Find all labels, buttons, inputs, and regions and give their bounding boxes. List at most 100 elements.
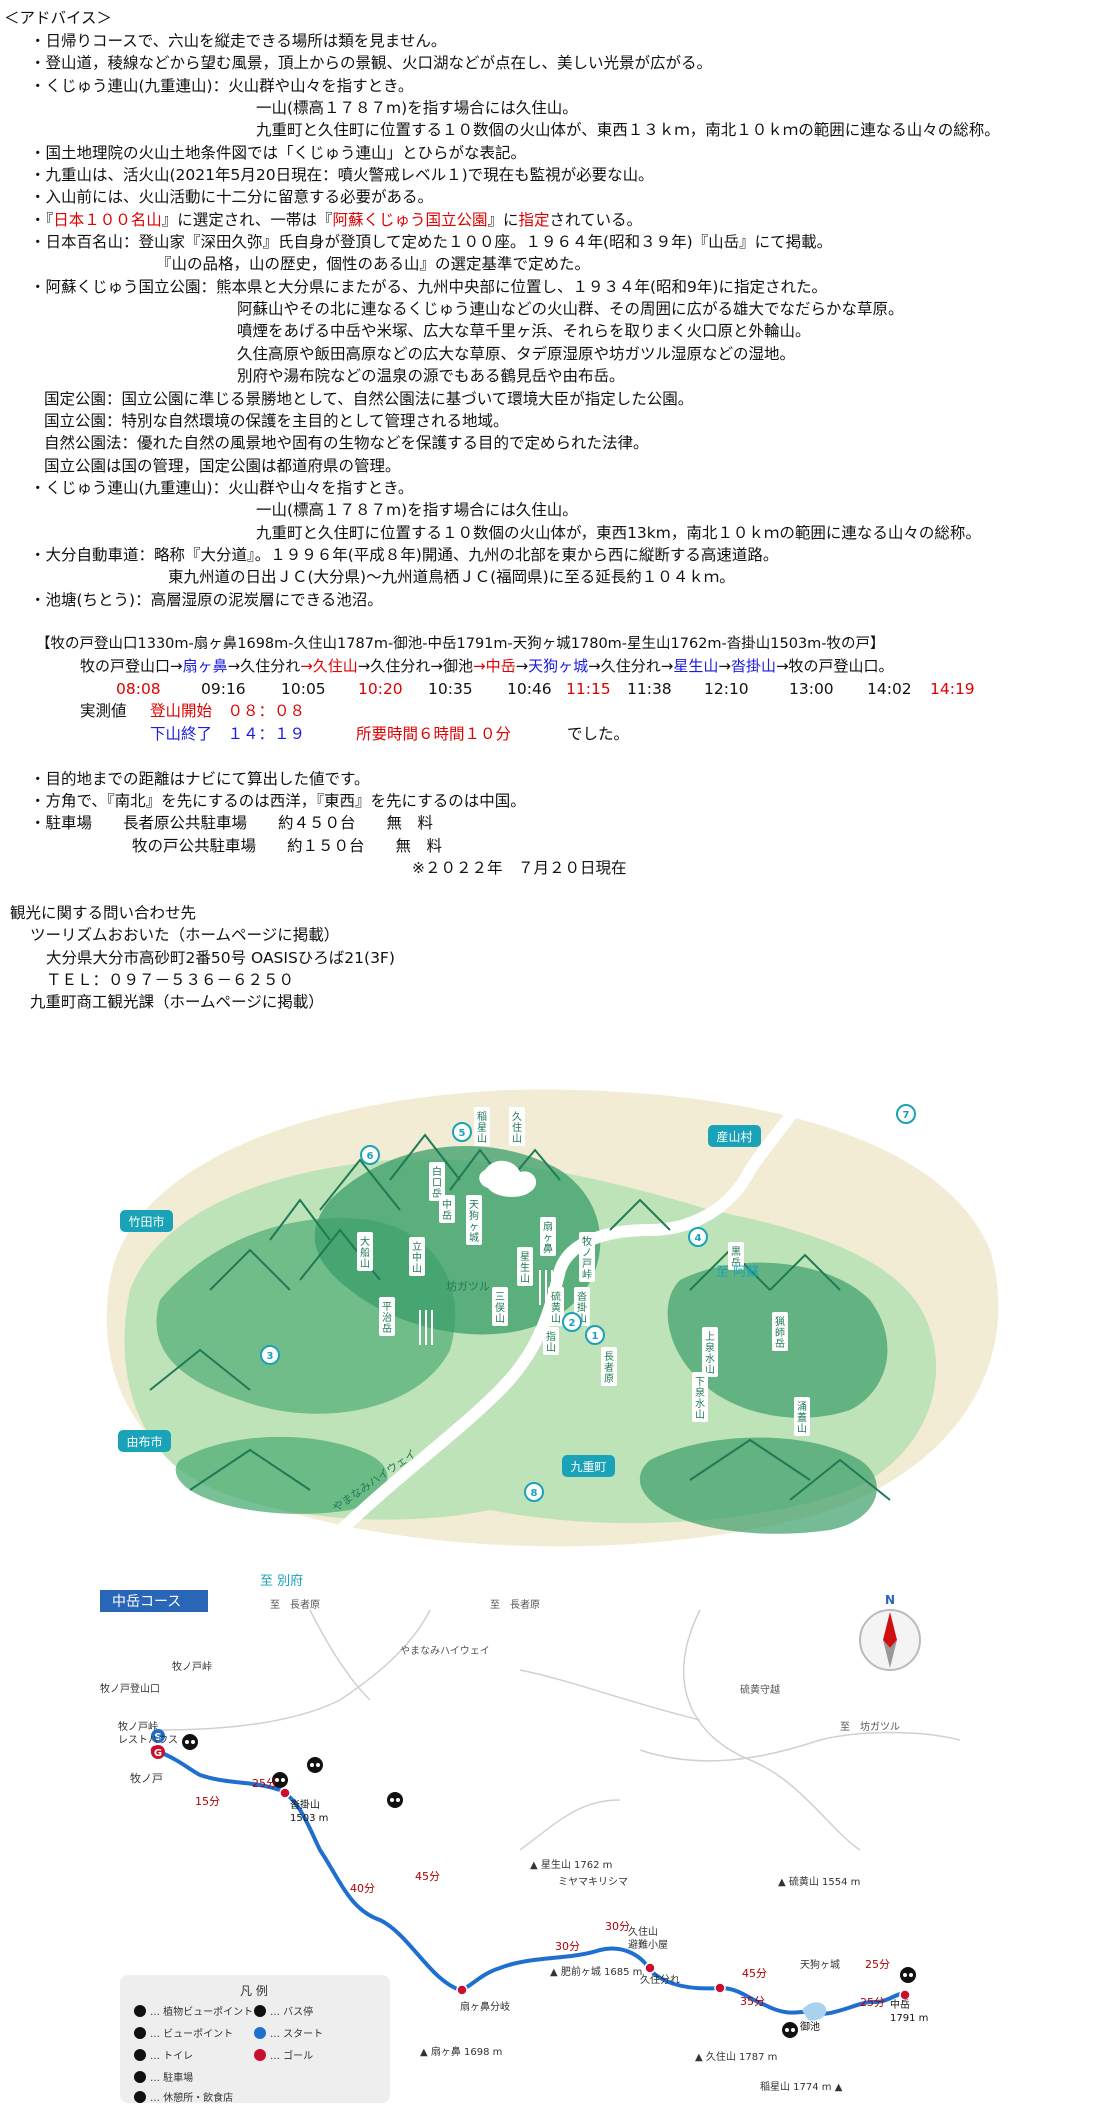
advice-line: ・くじゅう連山(九重連山)：火山群や山々を指すとき。 bbox=[30, 479, 414, 497]
peak-label-text: 三俣山 bbox=[495, 1292, 505, 1325]
route-time: 14:02 bbox=[867, 680, 912, 698]
place-label: 牧ノ戸峠 bbox=[118, 1720, 158, 1733]
peak-label-text: 久住山 bbox=[512, 1111, 522, 1145]
town-badge-bg bbox=[120, 1210, 173, 1232]
peak-label-text: 中岳 bbox=[442, 1198, 452, 1222]
segment-time: 45分 bbox=[415, 1870, 440, 1883]
peak-label-bg bbox=[409, 1237, 425, 1276]
route-node bbox=[279, 1787, 291, 1799]
peak-label-bg bbox=[379, 1297, 395, 1336]
advice-line: ・阿蘇くじゅう国立公園：熊本県と大分県にまたがる、九州中央部に位置し、１９３４年… bbox=[30, 278, 827, 296]
peak-label-text: 長者原 bbox=[604, 1351, 614, 1385]
advice-line: ・登山道，稜線などから望む風景，頂上からの景観、火口湖などが点在し、美しい光景が… bbox=[30, 54, 713, 72]
advice-line: 『山の品格，山の歴史，個性のある山』の選定基準で定めた。 bbox=[156, 255, 591, 273]
peak-label-bg bbox=[517, 1247, 533, 1286]
number-marker: 6 bbox=[360, 1145, 380, 1165]
place-label: 硫黄守越 bbox=[740, 1683, 780, 1696]
peak-label: 黒岳 bbox=[728, 1242, 744, 1270]
peak-label-bg bbox=[601, 1347, 617, 1386]
place-label: ▲ 久住山 1787 m bbox=[695, 2050, 777, 2063]
note-line: ・駐車場 長者原公共駐車場 約４５０台 無 料 bbox=[30, 814, 434, 832]
compass-n: N bbox=[885, 1593, 895, 1607]
route-node bbox=[456, 1984, 468, 1996]
map-dark-hills-south bbox=[639, 1437, 877, 1534]
hyakumeizan-text: 日本１００名山 bbox=[53, 211, 162, 229]
advice-line: ・日本百名山：登山家『深田久弥』氏自身が登頂して定めた１００座。１９６４年(昭和… bbox=[30, 233, 833, 251]
compass: N bbox=[859, 1593, 921, 1671]
legend-item: … 休憩所・飲食店 bbox=[150, 2091, 233, 2104]
viewpoint-icon-circle bbox=[782, 2022, 798, 2038]
place-label: 至 長者原 bbox=[490, 1599, 540, 1611]
station: 牧の戸登山口。 bbox=[788, 657, 894, 675]
place-label: ▲ 星生山 1762 m bbox=[530, 1858, 612, 1871]
viewpoint-icon-eye bbox=[909, 1973, 913, 1977]
peak-labels-group: 稲星山久住山白口岳中岳天狗ヶ城扇ヶ鼻星生山沓掛山牧ノ戸峠大船山立中山三俣山硫黄山… bbox=[357, 1107, 810, 1436]
peak-label-text: 白口岳 bbox=[432, 1165, 442, 1200]
goal-icon-circle bbox=[151, 1745, 165, 1759]
station: 久住分れ bbox=[600, 657, 661, 675]
viewpoint-icon bbox=[182, 1734, 198, 1750]
viewpoint-icon bbox=[272, 1772, 288, 1788]
segment-time: 30分 bbox=[605, 1920, 630, 1933]
dir-aso: 至 阿蘇 bbox=[716, 1265, 759, 1280]
course-title: 中岳コース bbox=[112, 1594, 181, 1610]
peak-label: 猟師岳 bbox=[772, 1312, 788, 1351]
number-marker-text: 3 bbox=[267, 1351, 274, 1362]
route-time: 10:46 bbox=[507, 680, 552, 698]
town-badge-bg bbox=[562, 1455, 615, 1477]
station: 御池 bbox=[442, 657, 473, 675]
peak-label-bg bbox=[548, 1287, 564, 1326]
rest-house-icon bbox=[134, 2091, 146, 2103]
peak-label-bg bbox=[702, 1327, 718, 1377]
place-label: 牧ノ戸峠 bbox=[172, 1660, 212, 1673]
peak-label-bg bbox=[474, 1107, 490, 1146]
town-badge-text: 九重町 bbox=[570, 1460, 606, 1474]
advice-line: 九重町と久住町に位置する１０数個の火山体が、東西１３ｋｍ，南北１０ｋｍの範囲に連… bbox=[256, 121, 1000, 139]
segment-time: 40分 bbox=[350, 1882, 375, 1895]
advice-line: ・くじゅう連山(九重連山)：火山群や山々を指すとき。 bbox=[30, 77, 414, 95]
peak-label: 指山 bbox=[543, 1327, 559, 1355]
station: 久住分れ bbox=[370, 657, 431, 675]
place-label: 1503 m bbox=[290, 1813, 328, 1824]
background-roads bbox=[159, 1609, 960, 1851]
number-marker-ring bbox=[452, 1122, 472, 1142]
viewpoint-icon-circle bbox=[387, 1792, 403, 1808]
segment-time: 35分 bbox=[740, 1995, 765, 2008]
advice-line: ・入山前には、火山活動に十二分に留意する必要がある。 bbox=[30, 188, 434, 206]
peak-label-text: 扇ヶ鼻 bbox=[543, 1220, 553, 1255]
segment-time: 25分 bbox=[865, 1958, 890, 1971]
peak-label-bg bbox=[794, 1397, 810, 1436]
town-badge-bg bbox=[708, 1125, 761, 1147]
peak-label-bg bbox=[439, 1195, 455, 1223]
peak-label-bg bbox=[509, 1107, 525, 1146]
place-label: 沓掛山 bbox=[290, 1798, 320, 1811]
text: されている。 bbox=[549, 211, 643, 229]
place-label: 1791 m bbox=[890, 2013, 928, 2024]
station: 沓掛山 bbox=[730, 657, 776, 675]
dir-beppu: 至 別府 bbox=[260, 1574, 303, 1589]
number-marker: 8 bbox=[524, 1482, 544, 1502]
station: 久住分れ bbox=[240, 657, 301, 675]
place-label: 久住山 bbox=[628, 1925, 658, 1938]
goal-icon bbox=[254, 2049, 266, 2061]
advice-heading: ＜アドバイス＞ bbox=[4, 9, 113, 27]
peak-label: 稲星山 bbox=[474, 1107, 490, 1146]
route-header: 【牧の戸登山口1330m-扇ヶ鼻1698m-久住山1787m-御池-中岳1791… bbox=[36, 636, 885, 652]
arrow: → bbox=[718, 657, 731, 675]
bus-stop-icon bbox=[254, 2005, 266, 2017]
compass-needle-north bbox=[883, 1612, 897, 1648]
parking-icon bbox=[134, 2071, 146, 2083]
number-marker-ring bbox=[688, 1227, 708, 1247]
legend-item: … ゴール bbox=[270, 2049, 313, 2062]
peak-label-text: 平治岳 bbox=[382, 1302, 392, 1335]
advice-line: 国立公園は国の管理，国定公園は都道府県の管理。 bbox=[44, 457, 401, 475]
viewpoint-icon-eye bbox=[791, 2028, 795, 2032]
peak-label: 長者原 bbox=[601, 1347, 617, 1386]
advice-line: ・池塘(ちとう)：高層湿原の泥炭層にできる池沼。 bbox=[30, 591, 383, 609]
kuju-illustrated-map: 稲星山久住山白口岳中岳天狗ヶ城扇ヶ鼻星生山沓掛山牧ノ戸峠大船山立中山三俣山硫黄山… bbox=[106, 1089, 999, 1589]
number-marker-text: 4 bbox=[695, 1233, 702, 1244]
number-marker-ring bbox=[562, 1312, 582, 1332]
viewpoint-icon bbox=[134, 2027, 146, 2039]
